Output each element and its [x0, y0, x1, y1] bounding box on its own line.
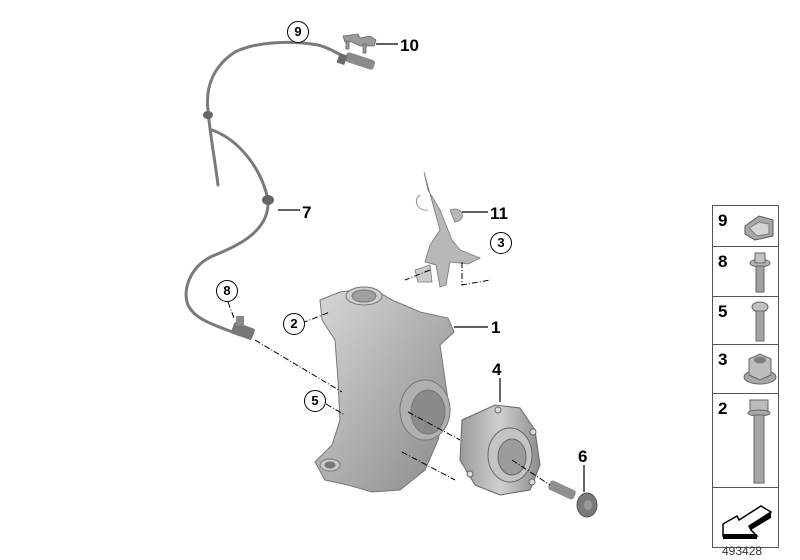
- callout-2: 2: [283, 313, 305, 335]
- torx-screw-icon: [751, 301, 769, 342]
- collar-bolt: [548, 480, 598, 518]
- legend-row-3: 3: [713, 345, 778, 394]
- legend-number: 2: [718, 399, 728, 418]
- image-id: 493428: [722, 544, 763, 558]
- torx-flange-bolt-icon: [749, 252, 771, 293]
- legend-row-arrow: [713, 488, 778, 549]
- legend-row-5: 5: [713, 297, 778, 345]
- flange-nut-icon: [743, 353, 777, 385]
- sensor-cable: [184, 40, 352, 337]
- legend-number: 3: [718, 350, 728, 369]
- callout-3: 3: [490, 232, 512, 254]
- sensor-head: [336, 52, 376, 70]
- callout-8: 8: [216, 280, 238, 302]
- grommet: [262, 195, 274, 205]
- legend-number: 5: [718, 302, 728, 321]
- callout-7: 7: [302, 203, 312, 222]
- callout-9: 9: [287, 21, 309, 43]
- long-hex-bolt-icon: [747, 399, 771, 484]
- wheel-bearing-hub: [459, 404, 541, 496]
- callout-5: 5: [304, 390, 326, 412]
- legend-number: 9: [718, 211, 728, 230]
- callout-4: 4: [492, 360, 502, 379]
- bracket: [414, 171, 481, 288]
- legend-row-9: 9: [713, 206, 778, 247]
- callout-11: 11: [490, 204, 508, 223]
- legend-row-8: 8: [713, 247, 778, 297]
- cable-clip-icon: [744, 215, 774, 241]
- legend-number: 8: [718, 252, 728, 271]
- callout-10: 10: [400, 36, 419, 55]
- leader-lines: [278, 43, 585, 492]
- callout-6: 6: [578, 447, 588, 466]
- wheel-speed-sensor: [231, 316, 255, 340]
- parts-legend-panel: 9 8 5 3 2: [712, 205, 779, 548]
- wheel-carrier: [314, 286, 455, 493]
- clip-holder: [342, 33, 377, 54]
- callout-1: 1: [491, 318, 501, 337]
- legend-row-2: 2: [713, 394, 778, 488]
- direction-arrow-icon: [722, 505, 773, 539]
- grommet: [203, 111, 213, 119]
- center-lines: [227, 262, 551, 486]
